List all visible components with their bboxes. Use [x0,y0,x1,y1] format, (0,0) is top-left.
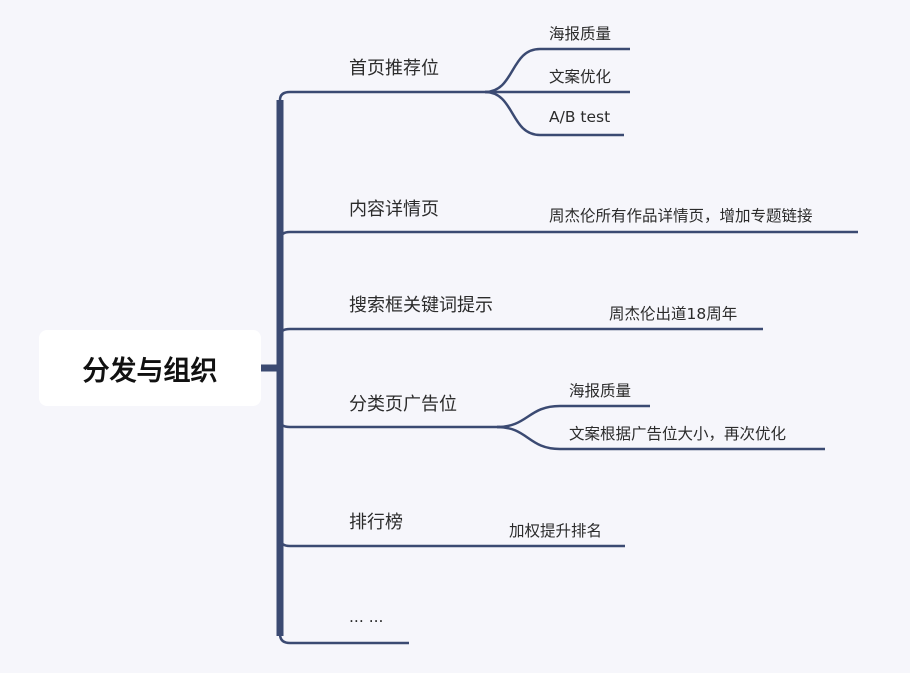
child-label-copy-by-ad-size[interactable]: 文案根据广告位大小，再次优化 [569,425,787,443]
branch-line-2 [278,230,480,241]
child-line-4-2 [496,425,825,451]
child-line-1-1 [484,47,630,94]
branch-line-3 [278,327,535,337]
branch-label-ranking[interactable]: 排行榜 [349,512,403,533]
child-line-4-1 [496,404,650,429]
child-label-weighted-rank[interactable]: 加权提升排名 [509,522,603,540]
branch-label-more[interactable]: ... ... [349,608,384,626]
child-label-copy-optimize[interactable]: 文案优化 [549,68,612,86]
branch-line-1 [278,90,485,101]
child-label-poster-quality[interactable]: 海报质量 [549,25,612,43]
child-label-ab-test[interactable]: A/B test [549,108,611,126]
child-label-18th-anniversary[interactable]: 周杰伦出道18周年 [609,305,738,323]
branch-line-5 [278,537,440,548]
branch-line-6 [278,633,409,645]
branch-label-search-hint[interactable]: 搜索框关键词提示 [349,295,493,316]
branch-label-category-ad[interactable]: 分类页广告位 [349,394,457,415]
root-label: 分发与组织 [82,355,218,387]
branch-label-detail-page[interactable]: 内容详情页 [349,199,439,220]
root-node[interactable]: 分发与组织 [39,330,261,406]
child-label-category-poster-quality[interactable]: 海报质量 [569,382,632,400]
child-line-1-3 [484,90,624,137]
child-label-detail-topic-link[interactable]: 周杰伦所有作品详情页，增加专题链接 [549,207,813,225]
branch-line-4 [278,419,500,429]
branch-label-homepage-slot[interactable]: 首页推荐位 [349,58,439,79]
